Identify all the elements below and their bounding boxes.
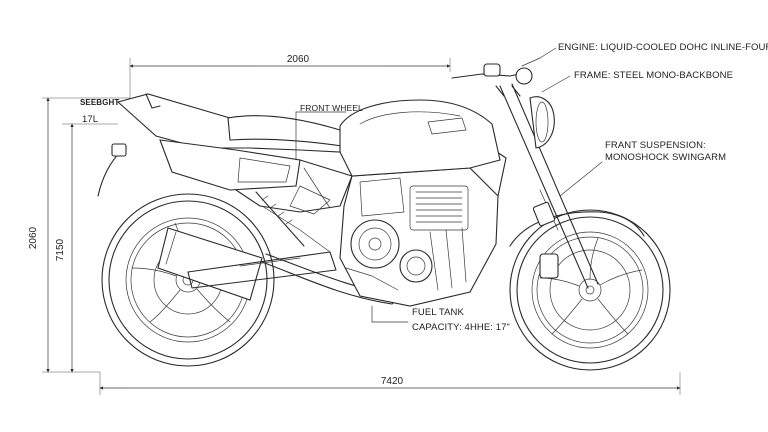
seat-height-value: 17L bbox=[82, 114, 98, 125]
swingarm bbox=[187, 251, 337, 289]
dimension-height-inner: 7150 bbox=[55, 123, 118, 373]
dim-height-outer-value: 2060 bbox=[28, 226, 39, 249]
dimension-bottom: 7420 bbox=[99, 372, 681, 395]
frame-body bbox=[97, 93, 501, 253]
front-wheel bbox=[509, 209, 671, 371]
callout-fuel-tank-2: CAPACITY: 4HHE: 17" bbox=[412, 322, 510, 333]
callout-front-suspension-2: MONOSHOCK SWINGARM bbox=[605, 152, 726, 163]
callout-front-suspension-1: FRANT SUSPENSION: bbox=[605, 140, 706, 151]
seat-height-label: SEEBGHT bbox=[80, 98, 119, 107]
callout-front-wheel: FRONT WHEEL bbox=[300, 103, 363, 113]
engine bbox=[339, 149, 507, 307]
dim-top-value: 2060 bbox=[287, 54, 310, 65]
callout-engine: ENGINE: LIQUID-COOLED DOHC INLINE-FOUR bbox=[558, 42, 768, 53]
dimension-top: 2060 bbox=[129, 54, 451, 100]
front-end bbox=[451, 63, 599, 289]
dim-height-inner-value: 7150 bbox=[55, 238, 66, 261]
seat-height-callout: SEEBGHT 17L bbox=[80, 98, 119, 125]
dim-bottom-value: 7420 bbox=[381, 376, 404, 387]
callout-frame: FRAME: STEEL MONO-BACKBONE bbox=[574, 70, 733, 81]
dimension-height-outer: 2060 bbox=[28, 97, 130, 373]
callout-leaders bbox=[295, 47, 603, 323]
callout-fuel-tank-1: FUEL TANK bbox=[412, 307, 464, 318]
